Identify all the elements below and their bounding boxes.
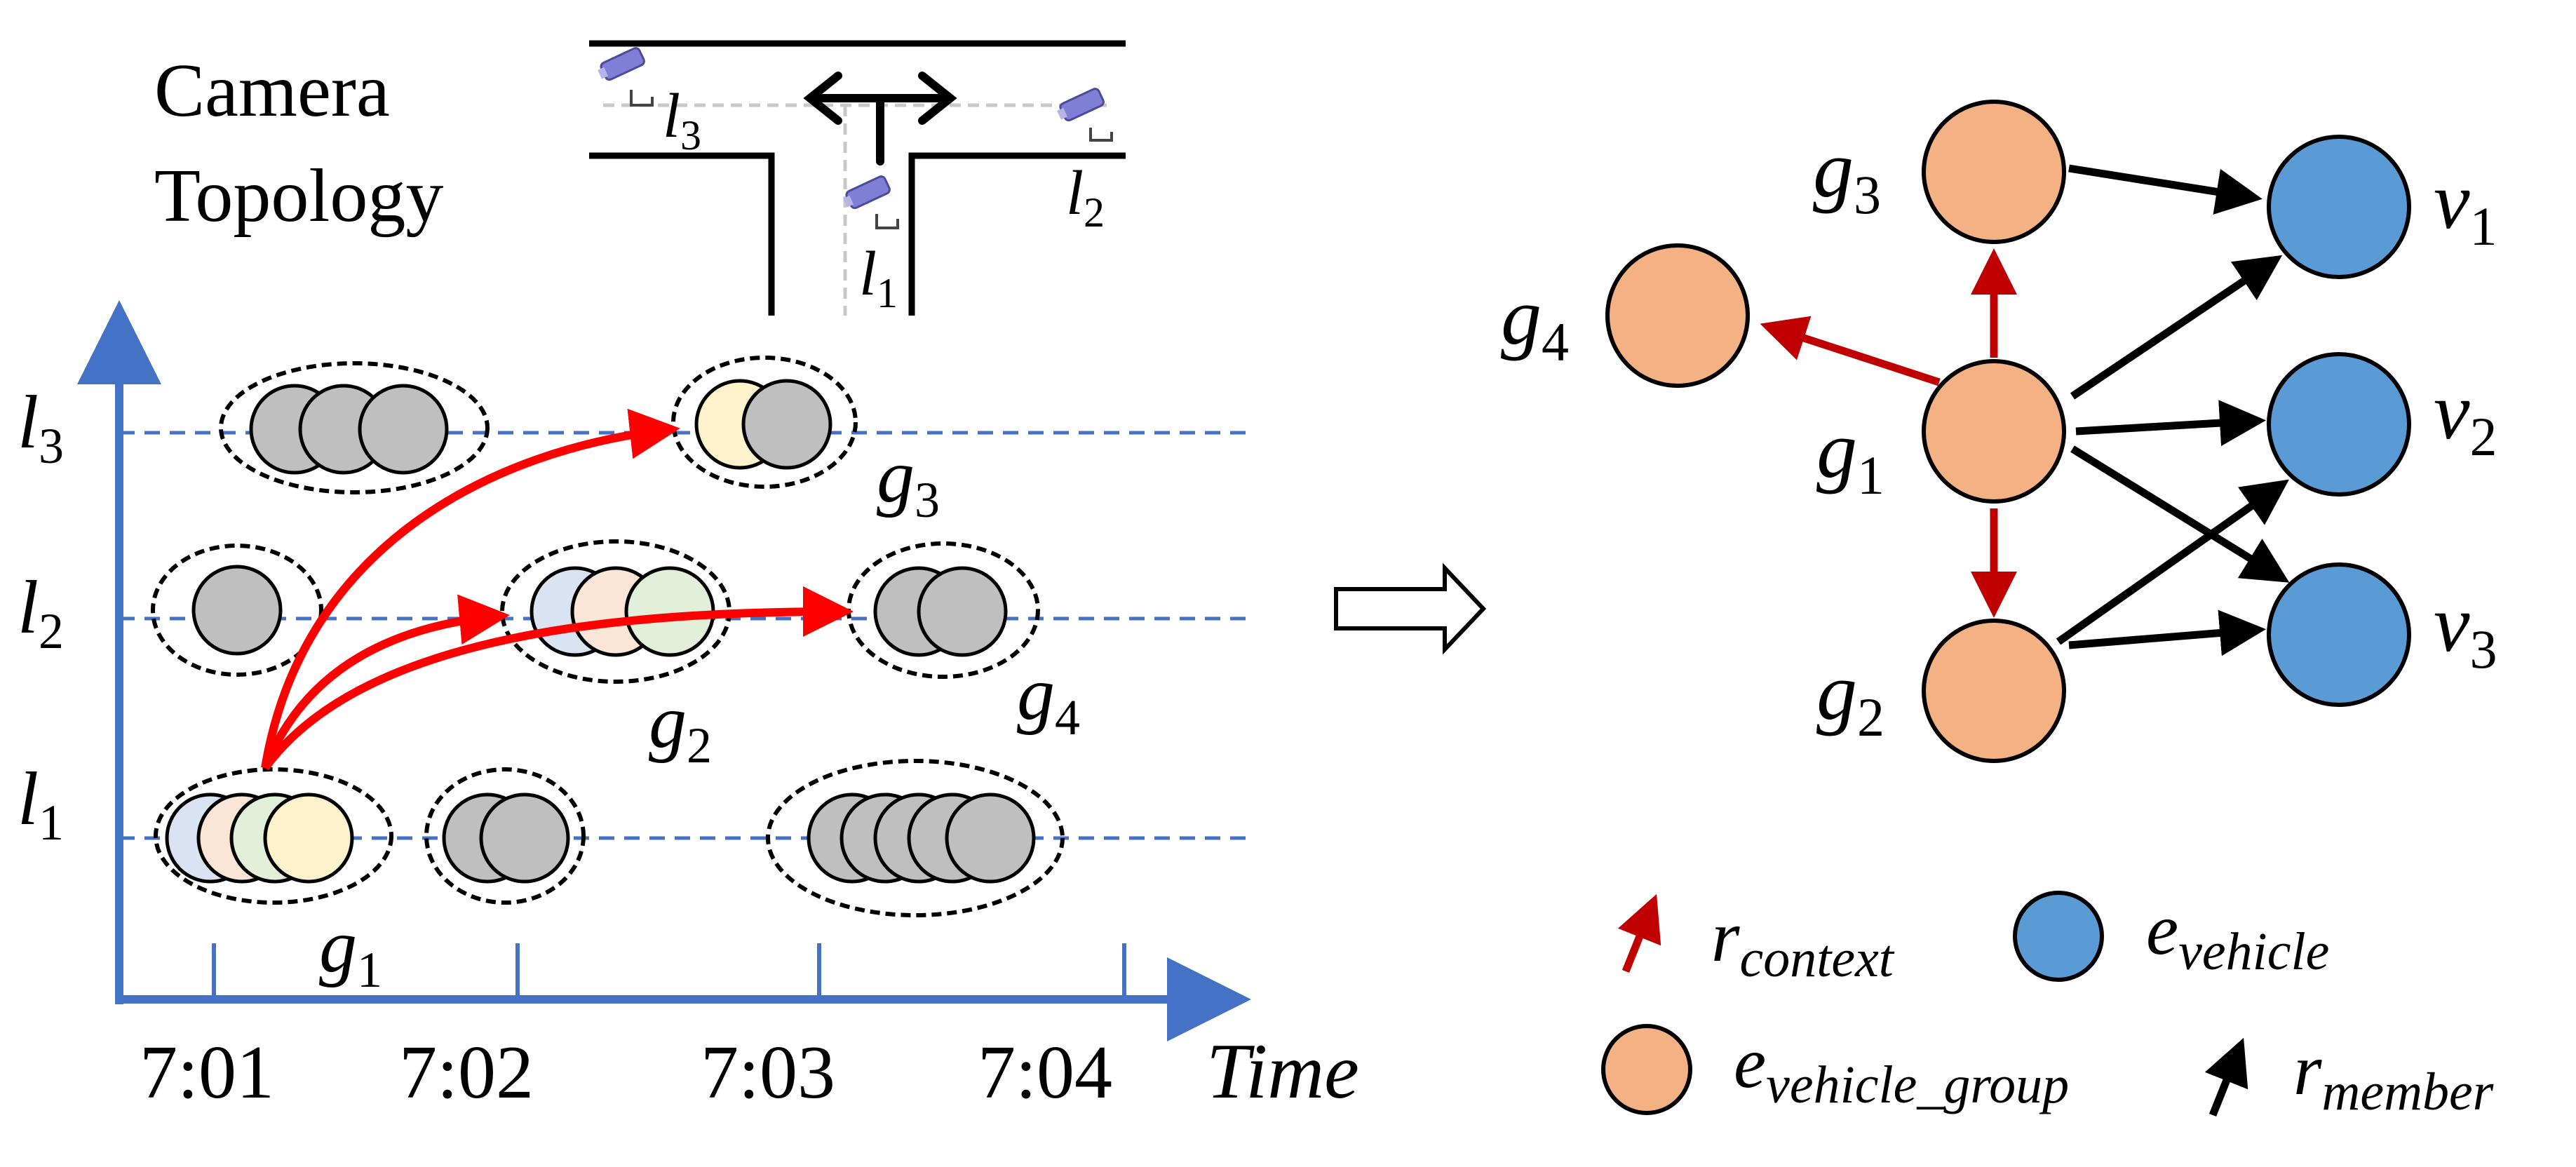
timeline: l3 l2 l1 7:01 7:02 7:03 7:04 Time (18, 300, 1359, 1115)
node-g2 (1922, 619, 2066, 763)
vehicle-circle (479, 792, 570, 884)
node-g1 (1922, 359, 2066, 504)
legend-r-member: rmember (2293, 1030, 2494, 1121)
road-wall-right (908, 152, 1126, 316)
node-g4 (1605, 243, 1750, 388)
topology-label-l3: l3 (663, 81, 701, 158)
x-tick-label: 7:02 (399, 1031, 534, 1114)
node-g3 (1922, 100, 2066, 244)
x-axis-title: Time (1206, 1028, 1359, 1115)
node-v2 (2267, 352, 2411, 497)
legend: rcontext evehicle evehicle_group rmember (1601, 889, 2494, 1121)
x-tick-label: 7:01 (140, 1031, 274, 1114)
vehicle-circle (741, 379, 832, 470)
node-label-v1: v1 (2434, 156, 2497, 257)
legend-group-node (1601, 1024, 1692, 1115)
transition-arrow-g1-g2 (261, 594, 510, 770)
legend-e-vehicle: evehicle (2146, 889, 2329, 981)
group-ellipse-g3 (671, 356, 858, 489)
camera-icon (843, 175, 891, 210)
node-label-g2: g2 (1816, 647, 1884, 748)
group-ellipse (424, 767, 586, 905)
edge-g1-v1 (2070, 255, 2283, 400)
edge-g1-v3 (2070, 445, 2290, 583)
context-edges (1760, 248, 2017, 618)
node-label-g1: g1 (1816, 405, 1884, 506)
road-wall-left (589, 152, 775, 316)
node-label-g4: g4 (1501, 272, 1569, 372)
direction-arrow (803, 72, 957, 166)
camera-topology: Camera Topology (154, 40, 1126, 316)
group-label-g3: g3 (877, 435, 940, 528)
x-tick-label: 7:04 (978, 1031, 1112, 1114)
camera-icon (598, 47, 645, 81)
y-label-l1: l1 (18, 757, 64, 851)
node-label-g3: g3 (1813, 125, 1881, 225)
group-label-g2: g2 (649, 680, 712, 774)
edge-g2-v3 (2068, 609, 2266, 656)
group-ellipse (766, 759, 1065, 917)
group-label-g1: g1 (319, 905, 382, 998)
group-ellipse-g1 (154, 767, 393, 905)
edge-g1-g4 (1760, 316, 1941, 386)
legend-r-context: rcontext (1711, 896, 1895, 988)
vehicle-circle (191, 565, 283, 656)
group-label-g4: g4 (1017, 652, 1080, 746)
camera-mount (630, 90, 654, 107)
transition-arrow-g1-g4 (262, 586, 854, 771)
group-ellipse (219, 361, 490, 494)
legend-vehicle-node (2013, 891, 2104, 982)
topology-label-l1: l1 (859, 239, 898, 316)
legend-member-arrow (2204, 1037, 2248, 1117)
edge-g3-v1 (2068, 164, 2263, 215)
vehicle-circle (917, 566, 1008, 657)
vehicle-circle (945, 792, 1036, 884)
member-edges (2056, 164, 2290, 656)
topology-title-line1: Camera (154, 49, 390, 133)
camera-mount (1089, 128, 1113, 142)
node-v3 (2267, 562, 2411, 707)
x-tick-label: 7:03 (701, 1031, 835, 1114)
y-label-l3: l3 (18, 381, 64, 474)
legend-context-arrow (1617, 893, 1661, 973)
node-label-v3: v3 (2434, 579, 2497, 680)
graph: g3 g4 g1 g2 v1 v2 v3 (1501, 100, 2497, 763)
x-axis-ticks (212, 943, 1126, 999)
node-v1 (2267, 135, 2411, 279)
topology-label-l2: l2 (1066, 158, 1105, 236)
vehicle-circle (263, 792, 354, 884)
transition-arrow-g1-g3 (261, 408, 680, 769)
y-label-l2: l2 (18, 566, 64, 659)
edge-g1-v2 (2075, 400, 2266, 447)
camera-icon (1057, 88, 1105, 122)
legend-e-vehicle-group: evehicle_group (1734, 1023, 2069, 1114)
group-ellipse (151, 544, 323, 677)
topology-title-line2: Topology (154, 154, 443, 238)
transform-arrow (1334, 562, 1487, 655)
edge-g2-v2 (2056, 479, 2289, 645)
vehicle-circle (358, 384, 449, 475)
camera-mount (875, 214, 899, 229)
node-label-v2: v2 (2434, 367, 2497, 467)
